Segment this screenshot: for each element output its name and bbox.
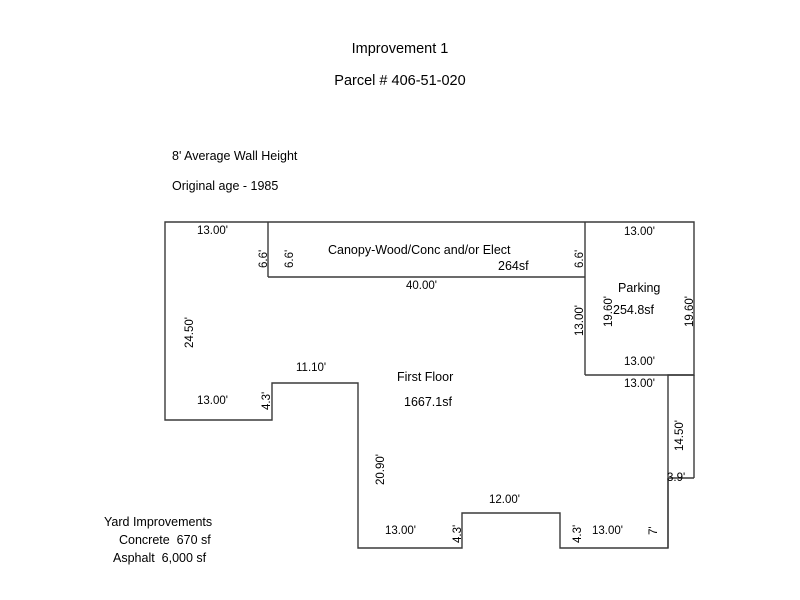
canopy-label: Canopy-Wood/Conc and/or Elect bbox=[328, 243, 511, 257]
dim-right-1450: 14.50' bbox=[674, 420, 686, 451]
dim-top-left-13: 13.00' bbox=[197, 225, 228, 237]
first-floor-size: 1667.1sf bbox=[404, 395, 452, 409]
dim-notch-1200: 12.00' bbox=[489, 494, 520, 506]
parcel-subtitle: Parcel # 406-51-020 bbox=[334, 73, 466, 89]
dim-canopy-right-66: 6.6' bbox=[574, 249, 586, 268]
dim-step-43-a: 4.3' bbox=[261, 391, 273, 410]
dim-canopy-left-66b: 6.6' bbox=[284, 249, 296, 268]
dim-left-2450: 24.50' bbox=[184, 317, 196, 348]
dim-parking-top-13: 13.00' bbox=[624, 226, 655, 238]
yard-improvements-title: Yard Improvements bbox=[104, 515, 213, 529]
dim-right-39: 3.9' bbox=[667, 472, 686, 484]
dim-parking-right-196: 19.60' bbox=[684, 296, 696, 327]
dim-bottom-13-b: 13.00' bbox=[592, 525, 623, 537]
yard-asphalt: Asphalt 6,000 sf bbox=[113, 551, 207, 565]
main-perimeter bbox=[164, 221, 695, 549]
dim-parking-bottom-13: 13.00' bbox=[624, 356, 655, 368]
canopy-size: 264sf bbox=[498, 259, 529, 273]
first-floor-label: First Floor bbox=[397, 370, 454, 384]
dim-below-parking-13: 13.00' bbox=[624, 378, 655, 390]
dim-canopy-left-66a: 6.6' bbox=[258, 249, 270, 268]
dim-right-7: 7' bbox=[648, 526, 660, 535]
dim-bottom-13-a: 13.00' bbox=[385, 525, 416, 537]
yard-concrete: Concrete 670 sf bbox=[119, 533, 211, 547]
dim-lower-left-13: 13.00' bbox=[197, 395, 228, 407]
dim-right-upper-13: 13.00' bbox=[574, 305, 586, 336]
wall-height-note: 8' Average Wall Height bbox=[172, 149, 298, 163]
dim-vert-2090: 20.90' bbox=[375, 454, 387, 485]
original-age-note: Original age - 1985 bbox=[172, 179, 279, 193]
page-title: Improvement 1 bbox=[351, 41, 449, 57]
dim-notch-43-right: 4.3' bbox=[572, 524, 584, 543]
dim-canopy-bottom-40: 40.00' bbox=[406, 280, 437, 292]
dim-span-1110: 11.10' bbox=[296, 362, 327, 374]
parking-label: Parking bbox=[618, 281, 661, 295]
parking-size: 254.8sf bbox=[613, 303, 655, 317]
dim-notch-43-left: 4.3' bbox=[452, 524, 464, 543]
